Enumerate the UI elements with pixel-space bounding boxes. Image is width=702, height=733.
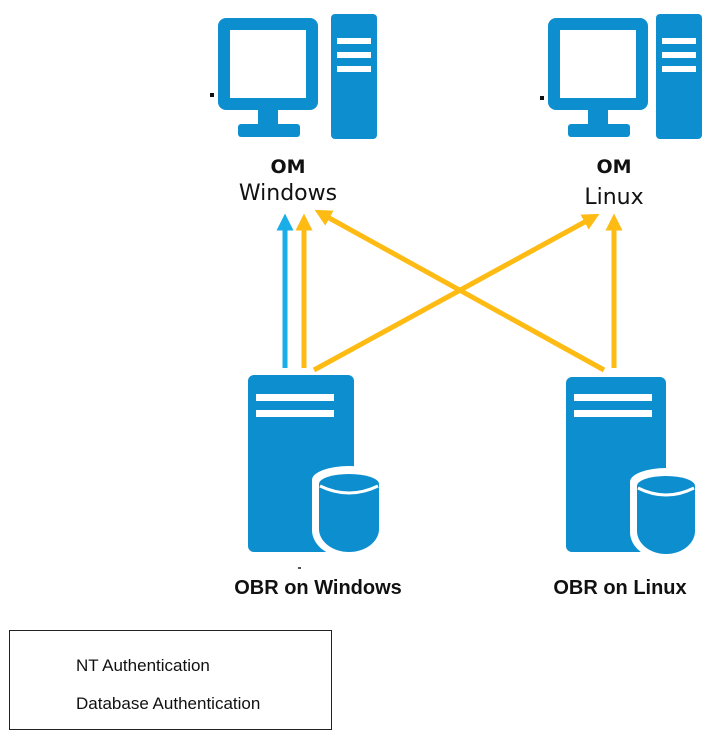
legend-item-label: NT Authentication [76,656,210,675]
legend: NT Authentication Database Authenticatio… [9,630,332,730]
obr-windows-server-icon [248,375,386,569]
legend-item-db: Database Authentication [70,692,260,716]
obr-linux-server-icon [566,377,702,560]
om-linux-title: OM [596,156,632,178]
db-auth-arrow-obr-linux-to-om-windows [314,209,606,373]
om-linux-subtitle: Linux [584,185,644,210]
om-windows-subtitle: Windows [238,181,338,206]
obr-windows-label: OBR on Windows [234,577,402,599]
legend-item-label: Database Authentication [76,694,261,713]
db-auth-arrow-obr-windows-to-om-linux [312,213,600,373]
legend-item-nt: NT Authentication [70,654,210,678]
om-windows-title: OM [270,156,306,178]
om-windows-computer-icon [210,14,377,139]
obr-linux-label: OBR on Linux [553,577,687,599]
om-linux-computer-icon [540,14,702,139]
